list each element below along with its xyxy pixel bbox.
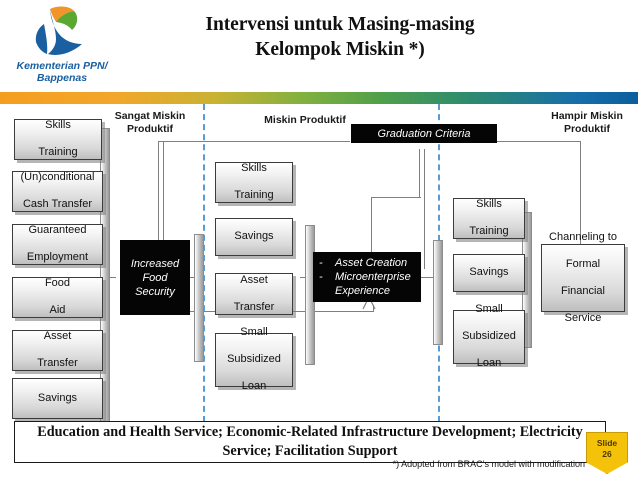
box-label-line-1: Small [475,303,503,316]
bullet-dash: - [319,271,323,283]
logo-line-1: Kementerian PPN/ [16,60,108,72]
bullet-dash: - [319,257,323,269]
outcome-asset-creation[interactable]: - Asset Creation - Microenterprise Exper… [313,252,421,302]
box-label-line-1: Savings [234,230,274,243]
banner-line-2: Service; Facilitation Support [222,443,398,459]
graduation-criteria-box[interactable]: Graduation Criteria [351,124,497,143]
connector-graduation-right [497,141,580,142]
box-col1-cash-transfer[interactable]: (Un)conditional Cash Transfer [12,171,103,212]
connector-graduation-down-1 [419,149,420,197]
group-header-line-1: Miskin Produktif [264,114,346,126]
box-label-line-1: Savings [469,266,509,279]
connector-graduation-right-down [580,141,581,249]
box-col2-savings[interactable]: Savings [215,218,293,256]
group-header-hampir-miskin-produktif: Hampir Miskin Produktif [536,110,638,136]
outcome-bullet-2: - Microenterprise Experience [319,270,415,298]
bappenas-logo: Kementerian PPN/ Bappenas [2,2,122,88]
box-col2-skills-training[interactable]: Skills Training [215,162,293,203]
box-label-line-3: Loan [476,357,502,370]
box-col2-small-subsidized-loan[interactable]: Small Subsidized Loan [215,326,293,392]
page-title-line-2: Kelompok Miskin *) [255,39,425,60]
group-header-miskin-produktif: Miskin Produktif [215,114,395,127]
banner-line-1: Education and Health Service; Economic-R… [37,424,583,440]
box-label-line-2: Subsidized [227,353,281,366]
outcome-line-4: Service [564,311,602,324]
box-col3-small-subsidized-loan[interactable]: Small Subsidized Loan [453,303,525,369]
box-label-line-1: Asset [43,330,72,343]
brace-column-3-left [433,240,443,345]
group-header-line-1: Sangat Miskin [114,110,186,122]
box-label-line-2: Subsidized [462,330,516,343]
outcome-line-3: Financial [560,284,605,297]
outcome-increased-food-security[interactable]: Increased Food Security [120,240,190,315]
outcome-line-3: Security [135,285,175,298]
page-title: Intervensi untuk Masing-masing Kelompok … [150,12,530,62]
logo-text: Kementerian PPN/ Bappenas [2,60,122,84]
box-col1-savings[interactable]: Savings [12,378,103,419]
group-header-sangat-miskin-produktif: Sangat Miskin Produktif [100,110,200,136]
group-header-line-2: Produktif [126,123,174,135]
outcome-line-1: Channeling to [549,230,617,243]
outcome-bullet-1: - Asset Creation [319,256,415,270]
box-label-line-2: Transfer [233,300,275,313]
connector-vertical-left-up [158,141,159,265]
bottom-banner: Education and Health Service; Economic-R… [14,421,606,463]
box-label-line-2: Training [38,146,78,159]
bullet-label: Asset Creation [335,257,408,269]
graduation-criteria-label: Graduation Criteria [377,127,471,140]
connector-graduation-down-2 [424,149,425,269]
box-col2-asset-transfer[interactable]: Asset Transfer [215,273,293,315]
group-header-line-1: Hampir Miskin [551,110,623,122]
badge-number: 26 [602,449,612,459]
box-col1-skills-training[interactable]: Skills Training [14,119,102,160]
connector-vertical-left-up-2 [163,141,164,266]
box-label-line-1: Savings [37,391,78,404]
connector-graduation-elbow [371,197,421,198]
box-label-line-2: Employment [26,251,89,264]
connector-outcome2-to-col3 [420,277,438,278]
box-col1-guaranteed-employment[interactable]: Guaranteed Employment [12,224,103,265]
box-label-line-1: Skills [241,162,267,175]
outcome-channeling-formal-financial-service[interactable]: Channeling to Formal Financial Service [541,231,625,324]
box-label-line-2: Cash Transfer [22,198,93,211]
bullet-label-cont: Experience [335,285,391,297]
box-col1-asset-transfer[interactable]: Asset Transfer [12,330,103,371]
box-label-line-2: Training [234,189,274,202]
connector-bottom-loop-riser [373,305,374,312]
box-label-line-1: Asset [240,273,268,286]
box-label-line-2: Training [469,225,509,238]
box-label-line-1: Guaranteed [28,224,87,237]
box-label-line-1: Small [240,326,268,339]
box-col1-food-aid[interactable]: Food Aid [12,277,103,318]
box-col3-savings[interactable]: Savings [453,254,525,292]
badge-word: Slide [596,438,618,448]
box-label-line-2: Transfer [37,357,78,370]
outcome-line-1: Increased [130,257,180,270]
divider-group-1-2 [203,104,205,422]
logo-line-2: Bappenas [36,72,88,84]
footnote: *) Adopted from BRAC’s model with modifi… [392,459,585,469]
connector-graduation-elbow-riser [371,197,372,257]
outcome-line-2: Formal [565,257,601,270]
box-label-line-2: Aid [49,304,66,317]
box-label-line-1: Skills [45,119,71,132]
box-label-line-1: (Un)conditional [20,171,95,184]
badge-label: Slide 26 [586,438,628,460]
connector-top-to-graduation [158,141,350,142]
slide-number-badge[interactable]: Slide 26 [586,432,628,474]
brace-column-2-left [194,234,204,362]
bullet-label: Microenterprise [335,271,411,283]
group-header-line-2: Produktif [563,123,611,135]
box-label-line-1: Skills [476,198,502,211]
header-gradient-bar [0,92,638,104]
bappenas-bird-logo-icon [35,6,82,55]
box-label-line-3: Loan [241,380,267,393]
box-label-line-1: Food [44,277,71,290]
page-title-line-1: Intervensi untuk Masing-masing [205,14,475,35]
box-col3-skills-training[interactable]: Skills Training [453,198,525,239]
outcome-line-2: Food [142,271,168,284]
